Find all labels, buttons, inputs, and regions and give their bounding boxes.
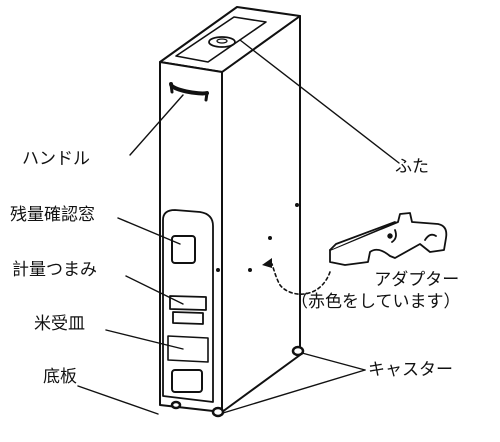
label-remaining-window: 残量確認窓: [10, 205, 95, 225]
label-adapter-group: アダプター （赤色をしています）: [291, 270, 461, 311]
label-handle: ハンドル: [22, 149, 90, 169]
label-caster: キャスター: [368, 360, 453, 380]
side-dots: [216, 203, 299, 272]
front-panel: [162, 209, 214, 403]
label-measuring-knob: 計量つまみ: [12, 260, 97, 280]
label-lid: ふた: [395, 157, 429, 177]
label-bottom-plate: 底板: [43, 367, 77, 387]
adapter-part: [329, 212, 448, 266]
label-rice-tray: 米受皿: [34, 314, 85, 334]
bottom-opening: [171, 369, 203, 393]
label-adapter: アダプター: [374, 270, 460, 290]
adapter-arrow: [271, 263, 331, 295]
casters: [170, 345, 305, 418]
handle: [169, 82, 209, 102]
lid: [175, 16, 267, 63]
rice-tray: [167, 335, 209, 363]
measuring-knob: [169, 295, 207, 311]
leader-lines: [77, 39, 400, 415]
label-adapter-note: （赤色をしています）: [291, 292, 461, 312]
remaining-window: [171, 235, 196, 264]
